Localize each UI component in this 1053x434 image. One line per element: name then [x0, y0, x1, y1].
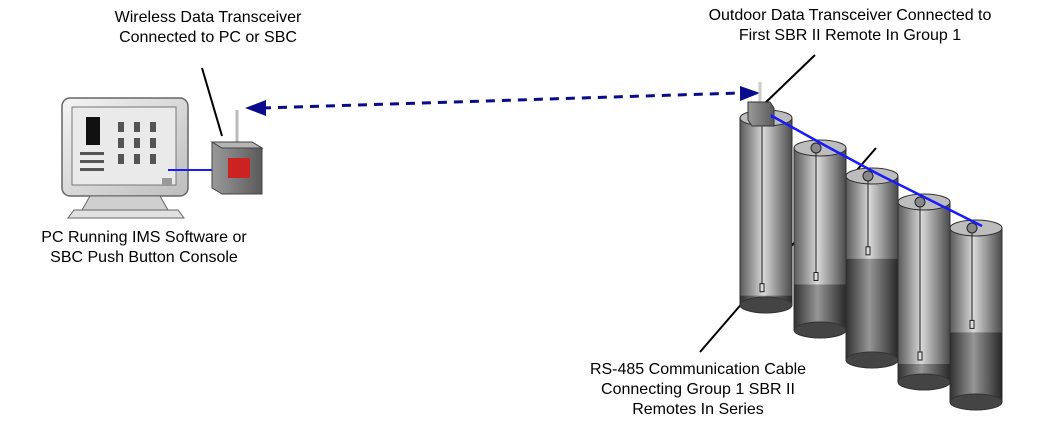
outdoor-pointer: [762, 54, 816, 106]
pc-monitor: [61, 97, 189, 219]
transceiver-label-plate: [228, 158, 250, 178]
pc-label-line-2: SBC Push Button Console: [50, 249, 238, 266]
silo-1: [739, 109, 793, 314]
pc-label-line-1: PC Running IMS Software or: [41, 229, 247, 246]
wireless-transceiver: [210, 110, 264, 195]
silo-4: [897, 193, 951, 391]
outdoor-transceiver: [747, 82, 775, 127]
transceiver-label-line-2: Connected to PC or SBC: [119, 29, 297, 46]
wireless-link-arrow-right: [740, 86, 760, 101]
transceiver-label-line-1: Wireless Data Transceiver: [114, 9, 302, 26]
wireless-link: [261, 91, 741, 110]
silo-group: [739, 109, 1003, 411]
pc-label: PC Running IMS Software or SBC Push Butt…: [0, 228, 288, 268]
outdoor-label-line-2: First SBR II Remote In Group 1: [738, 27, 962, 44]
transceiver-label: Wireless Data Transceiver Connected to P…: [88, 8, 328, 48]
outdoor-transceiver-label: Outdoor Data Transceiver Connected to Fi…: [650, 6, 1050, 46]
silo-3: [845, 167, 899, 369]
screen-widgets: [80, 122, 156, 171]
cable-label: RS-485 Communication Cable Connecting Gr…: [548, 360, 848, 420]
wireless-link-arrow-left: [245, 100, 266, 116]
cable-label-line-3: Remotes In Series: [632, 401, 764, 418]
screen-tank-icon: [86, 117, 100, 145]
transceiver-pointer: [201, 67, 223, 137]
rs485-cable: [770, 113, 983, 228]
cable-label-line-1: RS-485 Communication Cable: [589, 361, 807, 378]
silo-2: [793, 139, 847, 339]
cable-label-line-2: Connecting Group 1 SBR II: [601, 381, 795, 398]
silo-5: [949, 219, 1003, 411]
outdoor-label-line-1: Outdoor Data Transceiver Connected to: [708, 7, 992, 24]
